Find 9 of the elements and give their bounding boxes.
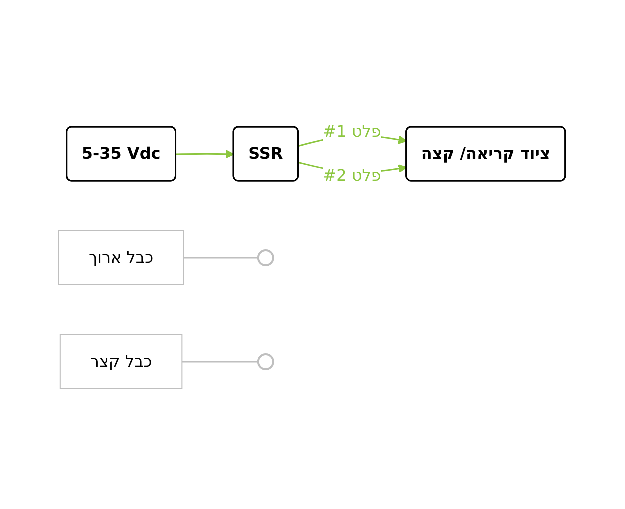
connector <box>182 361 259 363</box>
edge-label: פלט #2 <box>324 166 382 185</box>
node-box: כבל ארוך <box>58 230 184 286</box>
node-circle <box>258 354 275 370</box>
connector <box>184 257 259 259</box>
node-box: כבל קצר <box>60 334 183 390</box>
edge-label: פלט #1 <box>324 122 382 141</box>
arrow <box>176 150 235 159</box>
node-circle <box>258 250 275 266</box>
